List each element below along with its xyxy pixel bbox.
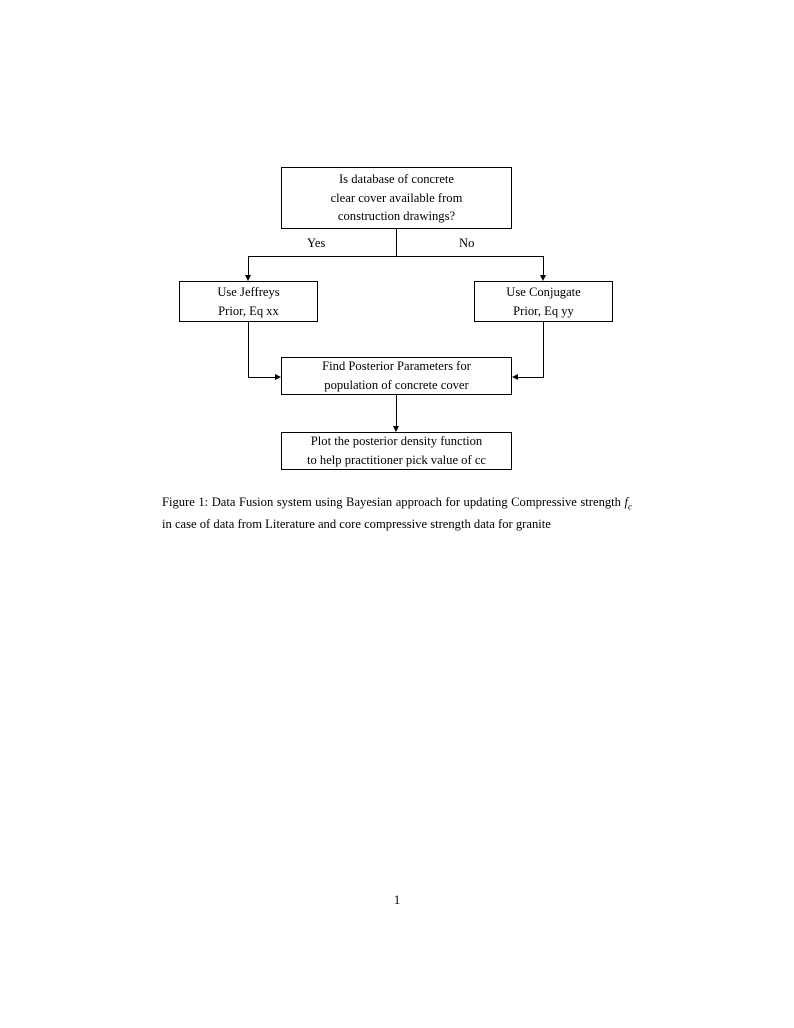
flowchart-figure: Is database of concrete clear cover avai…: [0, 0, 794, 490]
flowchart-node-jeffreys-prior: Use Jeffreys Prior, Eq xx: [179, 281, 318, 322]
node-decision-line-1: Is database of concrete: [338, 172, 455, 187]
flowchart-node-plot-density: Plot the posterior density function to h…: [281, 432, 512, 470]
connector-posterior-to-plot: [396, 395, 397, 426]
arrowhead-no-to-conjugate: [540, 275, 546, 281]
node-decision-line-3: construction drawings?: [337, 209, 456, 224]
figure-caption-text-2: in case of data from Literature and core…: [162, 517, 551, 532]
connector-decision-stem: [396, 229, 397, 257]
figure-caption-text-1: Data Fusion system using Bayesian approa…: [211, 495, 621, 509]
node-decision-line-2: clear cover available from: [330, 190, 463, 205]
edge-label-yes: Yes: [307, 236, 326, 250]
node-posterior-line-1: Find Posterior Parameters for: [322, 359, 471, 374]
arrowhead-posterior-to-plot: [393, 426, 399, 432]
node-posterior-line-2: population of concrete cover: [324, 378, 469, 392]
connector-conjugate-down: [543, 322, 544, 377]
connector-jeffreys-down: [248, 322, 249, 377]
connector-yes-drop: [248, 256, 249, 275]
connector-branch-bus: [248, 256, 544, 257]
figure-caption-math-fc: fc: [624, 495, 633, 512]
node-plot-line-2: to help practitioner pick value of cc: [306, 453, 487, 467]
node-conjugate-line-2: Prior, Eq yy: [513, 303, 574, 318]
edge-label-no: No: [459, 236, 475, 250]
node-plot-line-1: Plot the posterior density function: [310, 434, 483, 449]
node-conjugate-line-1: Use Conjugate: [506, 284, 581, 299]
flowchart-node-find-posterior: Find Posterior Parameters for population…: [281, 357, 512, 395]
node-jeffreys-line-1: Use Jeffreys: [217, 284, 280, 299]
arrowhead-jeffreys-to-posterior: [275, 374, 281, 380]
figure-caption: Figure 1: Data Fusion system using Bayes…: [162, 492, 632, 535]
node-jeffreys-line-2: Prior, Eq xx: [218, 303, 279, 318]
connector-no-drop: [543, 256, 544, 275]
connector-conjugate-into-posterior: [518, 377, 544, 378]
arrowhead-conjugate-to-posterior: [512, 374, 518, 380]
page-number: 1: [393, 893, 401, 907]
figure-caption-prefix: Figure 1:: [162, 495, 209, 509]
figure-caption-math-base: f: [624, 495, 628, 509]
flowchart-node-conjugate-prior: Use Conjugate Prior, Eq yy: [474, 281, 613, 322]
connector-jeffreys-into-posterior: [248, 377, 275, 378]
arrowhead-yes-to-jeffreys: [245, 275, 251, 281]
figure-caption-math-subscript: c: [627, 501, 633, 512]
flowchart-node-decision: Is database of concrete clear cover avai…: [281, 167, 512, 229]
